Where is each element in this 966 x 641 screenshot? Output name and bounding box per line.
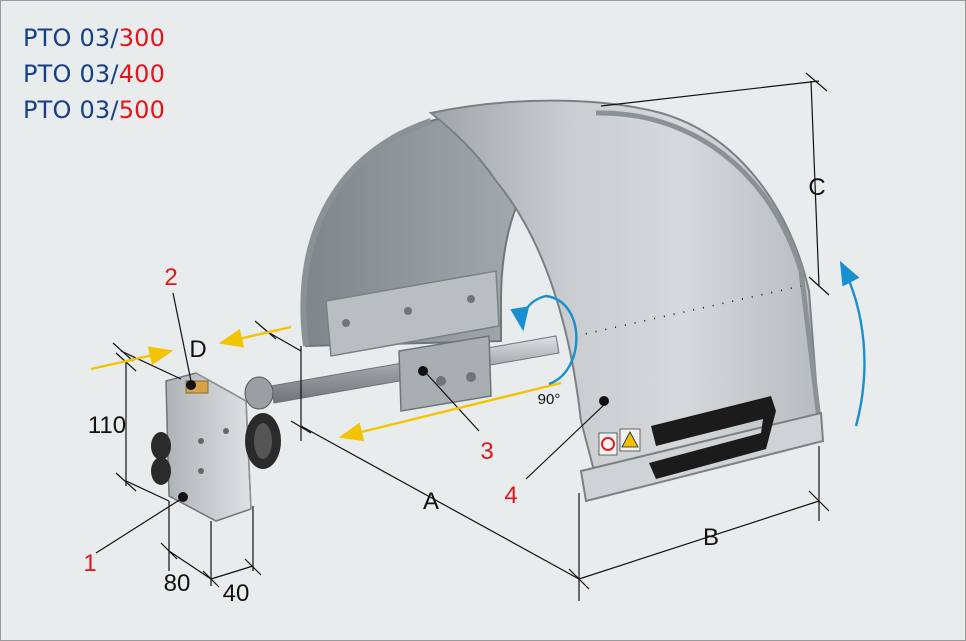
- dimension-label-a: A: [423, 488, 439, 515]
- rotation-arrows: [510, 260, 866, 427]
- dimension-label-d: D: [189, 336, 206, 363]
- dimension-label-110: 110: [88, 412, 126, 439]
- model-label-300: PTO 03/300: [23, 24, 166, 52]
- dimension-label-c: C: [808, 174, 825, 201]
- angle-label: 90°: [538, 391, 561, 408]
- dimension-label-b: B: [703, 524, 719, 551]
- callout-dot-1: [178, 492, 188, 502]
- callout-number-3: 3: [480, 438, 493, 465]
- dimension-label-40: 40: [223, 580, 250, 607]
- callout-number-4: 4: [504, 482, 517, 509]
- dimension-label-80: 80: [164, 570, 191, 597]
- callout-dot-2: [186, 380, 196, 390]
- guard-hood: [300, 99, 825, 503]
- callout-number-1: 1: [83, 550, 96, 577]
- callout-dot-4: [599, 396, 609, 406]
- yellow-arrows: [90, 325, 562, 442]
- dimension-lines: [95, 72, 830, 601]
- shaft-rod: [270, 335, 560, 412]
- model-label-500: PTO 03/500: [23, 96, 166, 124]
- model-label-400: PTO 03/400: [23, 60, 166, 88]
- mounting-bracket: [151, 372, 281, 522]
- callout-dot-3: [418, 366, 428, 376]
- callout-number-2: 2: [164, 264, 177, 291]
